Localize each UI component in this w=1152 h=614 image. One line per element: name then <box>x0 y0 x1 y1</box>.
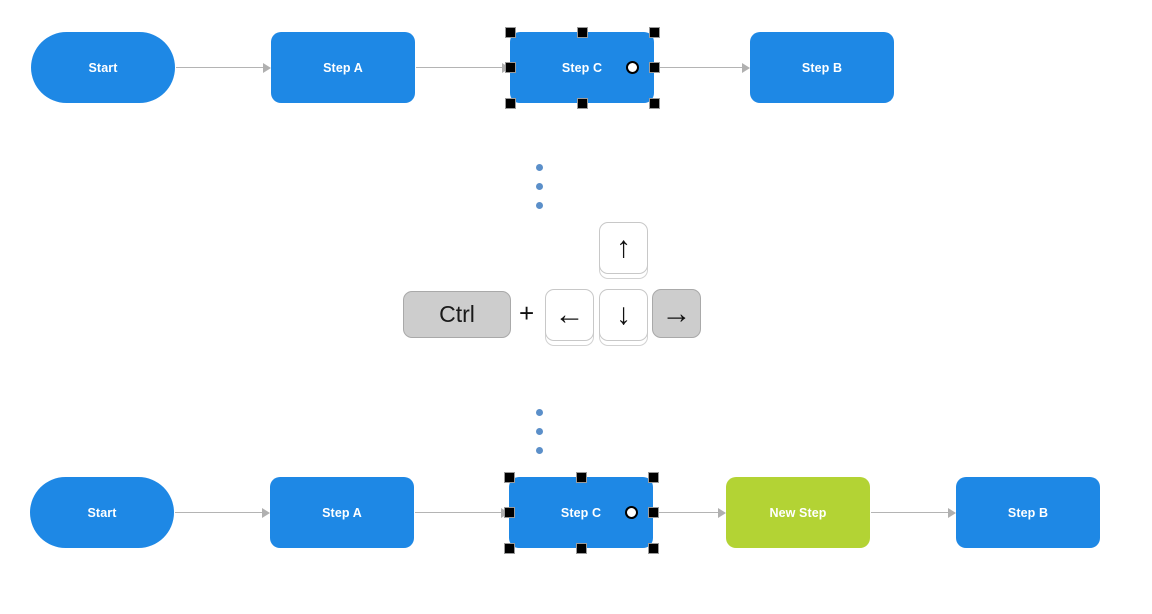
resize-handle-se[interactable] <box>647 542 659 554</box>
ellipsis-dot <box>536 202 543 209</box>
resize-handle-e[interactable] <box>648 62 660 73</box>
node-label-step_b: Step B <box>801 60 843 75</box>
ctrl-key[interactable]: Ctrl <box>403 291 511 338</box>
node-label-step_a: Step A <box>322 505 362 520</box>
connector-step_c-to-step_b <box>655 67 743 68</box>
node-label-step_c: Step C <box>561 60 603 75</box>
arrow-up-key[interactable]: ↑ <box>599 222 648 274</box>
node-step_b[interactable]: Step B <box>750 32 894 103</box>
key-glyph-arrow_down: ↓ <box>616 298 631 331</box>
key-label-ctrl: Ctrl <box>439 301 475 327</box>
node-label-start: Start <box>87 505 117 520</box>
resize-handle-s[interactable] <box>575 542 587 554</box>
resize-handle-n[interactable] <box>576 26 588 38</box>
key-glyph-arrow_left: ← <box>554 298 585 331</box>
resize-handle-sw[interactable] <box>503 542 515 554</box>
node-new_step[interactable]: New Step <box>726 477 870 548</box>
resize-handle-s[interactable] <box>576 97 588 109</box>
node-start[interactable]: Start <box>31 32 175 103</box>
connection-handle[interactable] <box>626 61 639 74</box>
node-label-step_c: Step C <box>560 505 602 520</box>
node-label-step_a: Step A <box>323 60 363 75</box>
arrowhead-start-to-step_a <box>262 508 270 518</box>
arrow-down-key[interactable]: ↓ <box>599 289 648 341</box>
resize-handle-n[interactable] <box>575 471 587 483</box>
resize-handle-sw[interactable] <box>504 97 516 109</box>
node-label-new_step: New Step <box>769 505 827 520</box>
key-glyph-arrow_right: → <box>661 296 692 330</box>
plus-separator: + <box>519 298 535 328</box>
key-glyph-arrow_up: ↑ <box>616 231 631 264</box>
connector-start-to-step_a <box>175 512 263 513</box>
arrow-right-key[interactable]: → <box>652 289 701 338</box>
resize-handle-w[interactable] <box>503 507 515 518</box>
connector-start-to-step_a <box>176 67 264 68</box>
arrow-left-key[interactable]: ← <box>545 289 594 341</box>
connector-step_a-to-step_c <box>416 67 503 68</box>
arrowhead-start-to-step_a <box>263 63 271 73</box>
resize-handle-ne[interactable] <box>648 26 660 38</box>
resize-handle-se[interactable] <box>648 97 660 109</box>
ellipsis-dot <box>536 183 543 190</box>
ellipsis-dot <box>536 428 543 435</box>
node-label-step_b: Step B <box>1007 505 1049 520</box>
node-label-start: Start <box>88 60 118 75</box>
resize-handle-e[interactable] <box>647 507 659 518</box>
ellipsis-dot <box>536 164 543 171</box>
ellipsis-dot <box>536 409 543 416</box>
node-step_a[interactable]: Step A <box>270 477 414 548</box>
arrowhead-step_c-to-step_b <box>742 63 750 73</box>
node-step_a[interactable]: Step A <box>271 32 415 103</box>
resize-handle-ne[interactable] <box>647 471 659 483</box>
node-step_b[interactable]: Step B <box>956 477 1100 548</box>
node-start[interactable]: Start <box>30 477 174 548</box>
ellipsis-dot <box>536 447 543 454</box>
arrowhead-step_c-to-new_step <box>718 508 726 518</box>
resize-handle-nw[interactable] <box>504 26 516 38</box>
resize-handle-nw[interactable] <box>503 471 515 483</box>
connector-step_a-to-step_c <box>415 512 502 513</box>
connector-step_c-to-new_step <box>654 512 719 513</box>
resize-handle-w[interactable] <box>504 62 516 73</box>
arrowhead-new_step-to-step_b <box>948 508 956 518</box>
connection-handle[interactable] <box>625 506 638 519</box>
connector-new_step-to-step_b <box>871 512 949 513</box>
